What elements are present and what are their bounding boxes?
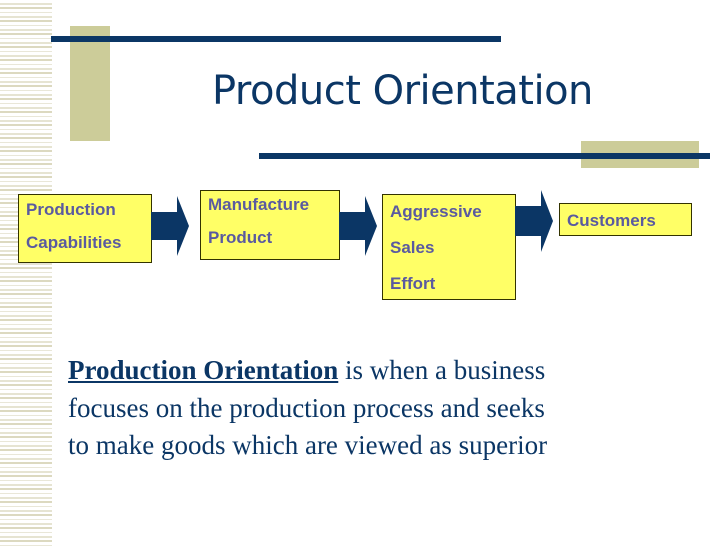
definition-paragraph: Production Orientation is when a busines… [68, 352, 668, 465]
definition-text: focuses on the production process and se… [68, 392, 545, 423]
flow-step-aggressive-sales-effort: Aggressive Sales Effort [382, 194, 516, 300]
flow-step-text: Sales [390, 238, 435, 257]
flow-step-text: Product [208, 228, 273, 247]
decorative-rule-top [51, 36, 501, 42]
decorative-stripes [0, 0, 52, 546]
flow-step-text: Capabilities [26, 233, 122, 252]
flow-step-manufacture-product: Manufacture Product [200, 190, 340, 260]
flow-step-text: Manufacture [208, 195, 310, 214]
flow-step-production-capabilities: Production Capabilities [18, 194, 152, 263]
right-arrow-icon [151, 196, 189, 256]
right-arrow-icon [339, 196, 377, 256]
decorative-rule-bottom [259, 153, 710, 159]
definition-text: to make goods which are viewed as superi… [68, 430, 548, 460]
definition-text: is when a business [338, 355, 546, 385]
flow-step-text: Production [26, 200, 116, 219]
flow-step-text: Effort [390, 274, 436, 293]
definition-term: Production Orientation [68, 355, 339, 385]
slide-title: Product Orientation [212, 68, 593, 114]
decorative-tan-block-top [70, 26, 110, 141]
right-arrow-icon [515, 190, 553, 252]
flow-step-text: Customers [567, 211, 656, 230]
flow-step-customers: Customers [559, 203, 692, 236]
flow-step-text: Aggressive [390, 202, 482, 221]
